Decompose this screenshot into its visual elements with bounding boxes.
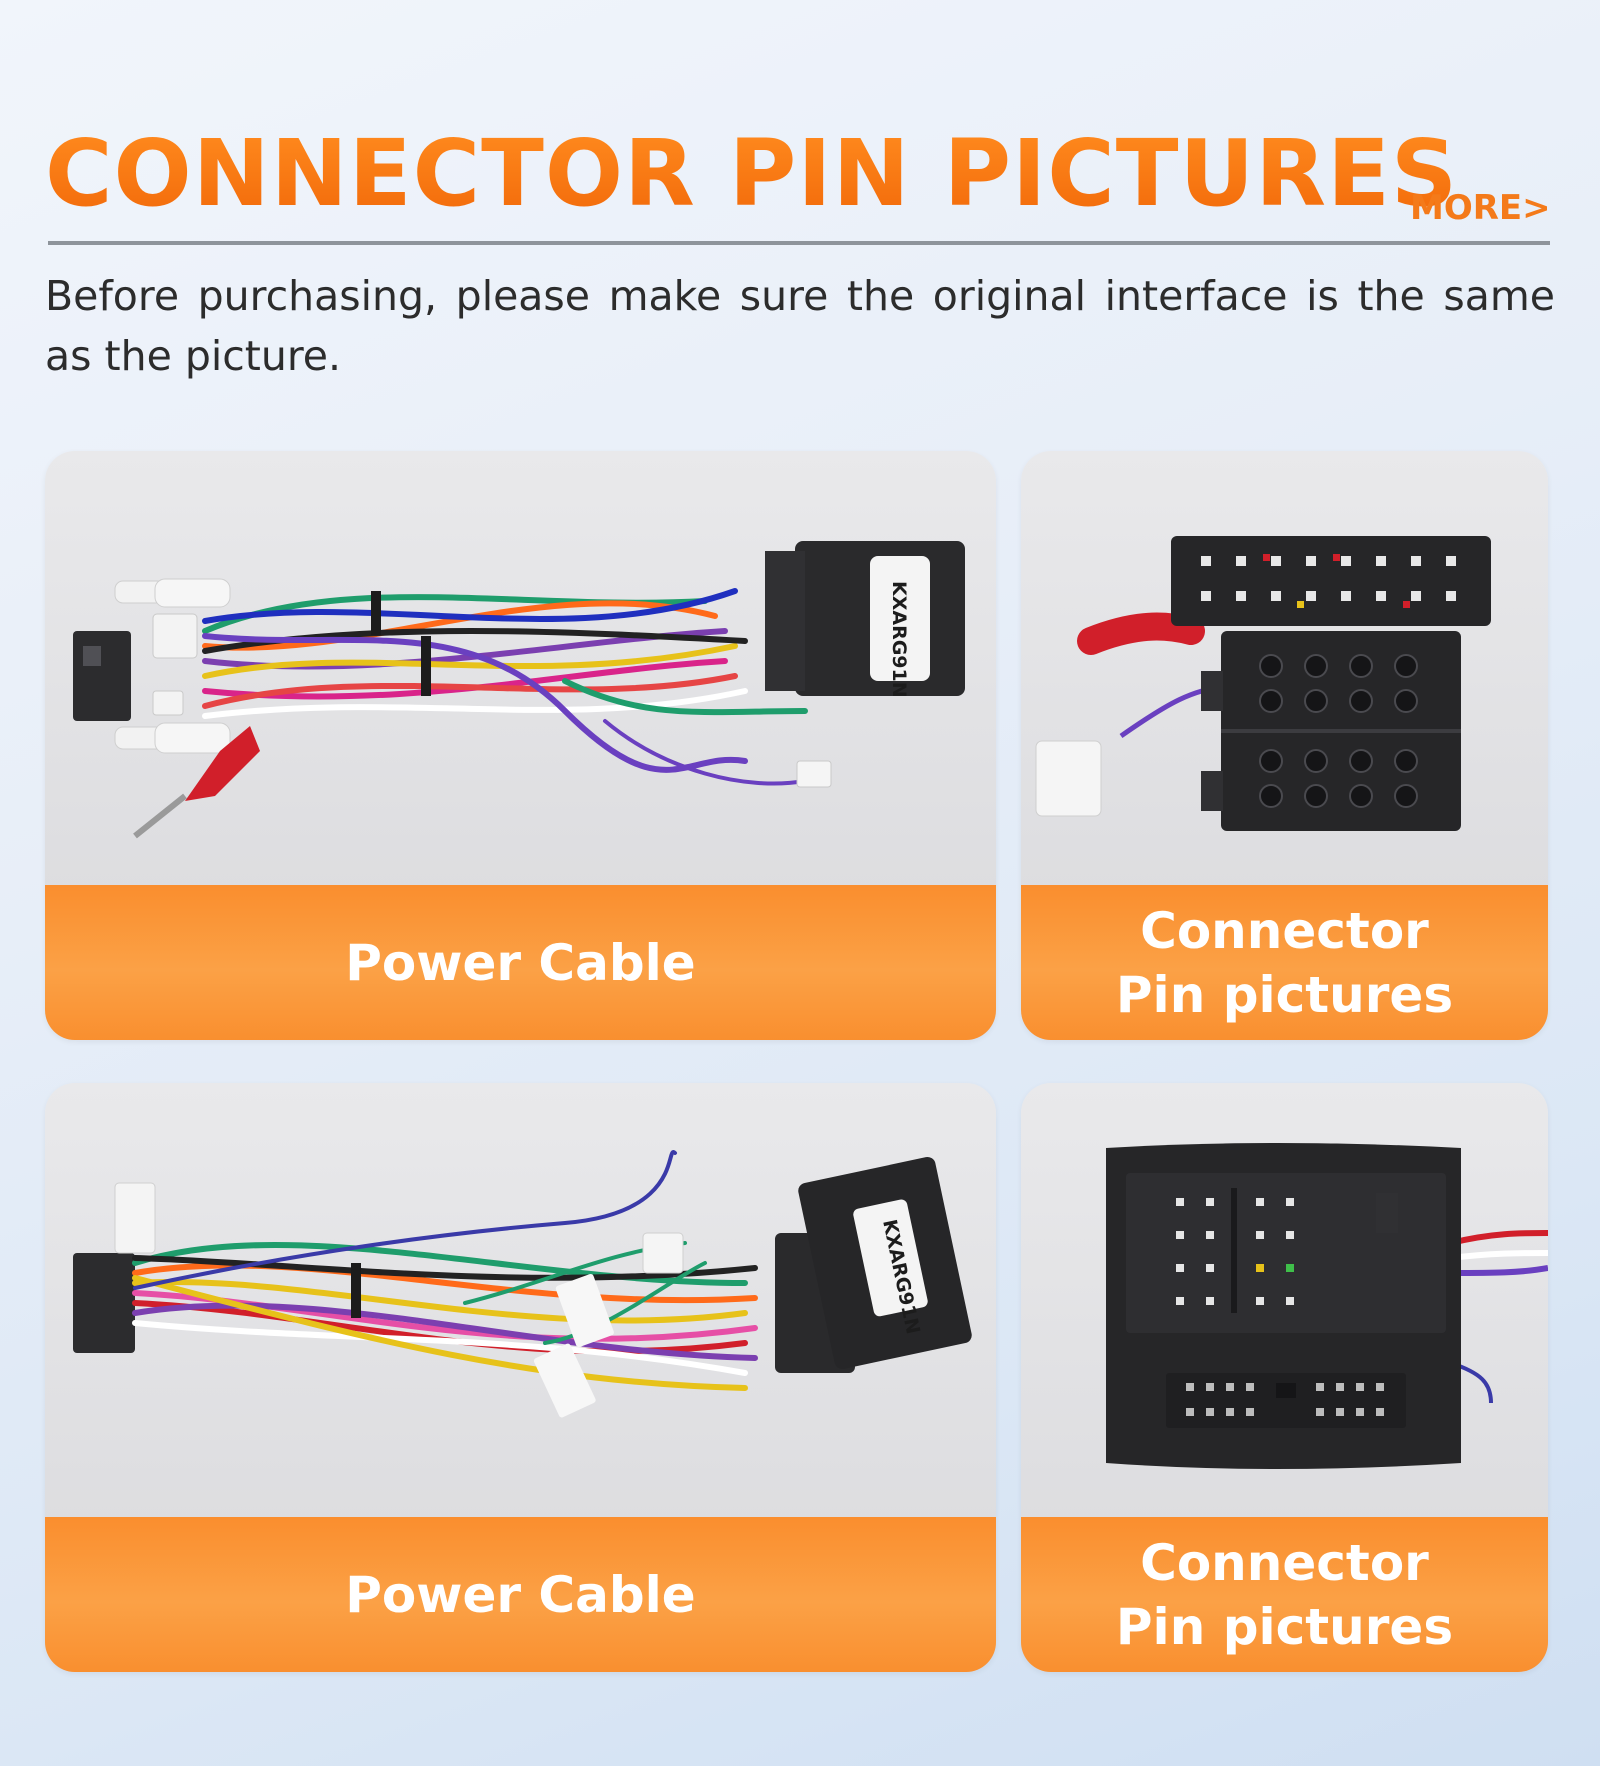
power-cable-card-top: KXARG91N Power Cable	[45, 451, 996, 1040]
power-cable-photo: KXARG91N	[73, 1150, 972, 1418]
card-label: Connector Pin pictures	[1021, 885, 1548, 1040]
connector-pin-card-bottom: Connector Pin pictures	[1021, 1083, 1548, 1672]
connector-tag: KXARG91N	[888, 581, 910, 698]
connector-pin-photo	[1106, 1143, 1548, 1469]
card-label: Power Cable	[45, 885, 996, 1040]
power-cable-photo: KXARG91N	[73, 541, 965, 839]
page-subtitle: Before purchasing, please make sure the …	[45, 272, 1555, 380]
page-title: CONNECTOR PIN PICTURES	[45, 120, 1459, 227]
card-label: Power Cable	[45, 1517, 996, 1672]
card-label: Connector Pin pictures	[1021, 1517, 1548, 1672]
connector-pin-photo	[1035, 536, 1491, 831]
power-cable-card-bottom: KXARG91N Power Cable	[45, 1083, 996, 1672]
more-link[interactable]: MORE>	[1410, 188, 1551, 228]
title-divider	[48, 241, 1550, 245]
connector-pin-card-top: Connector Pin pictures	[1021, 451, 1548, 1040]
